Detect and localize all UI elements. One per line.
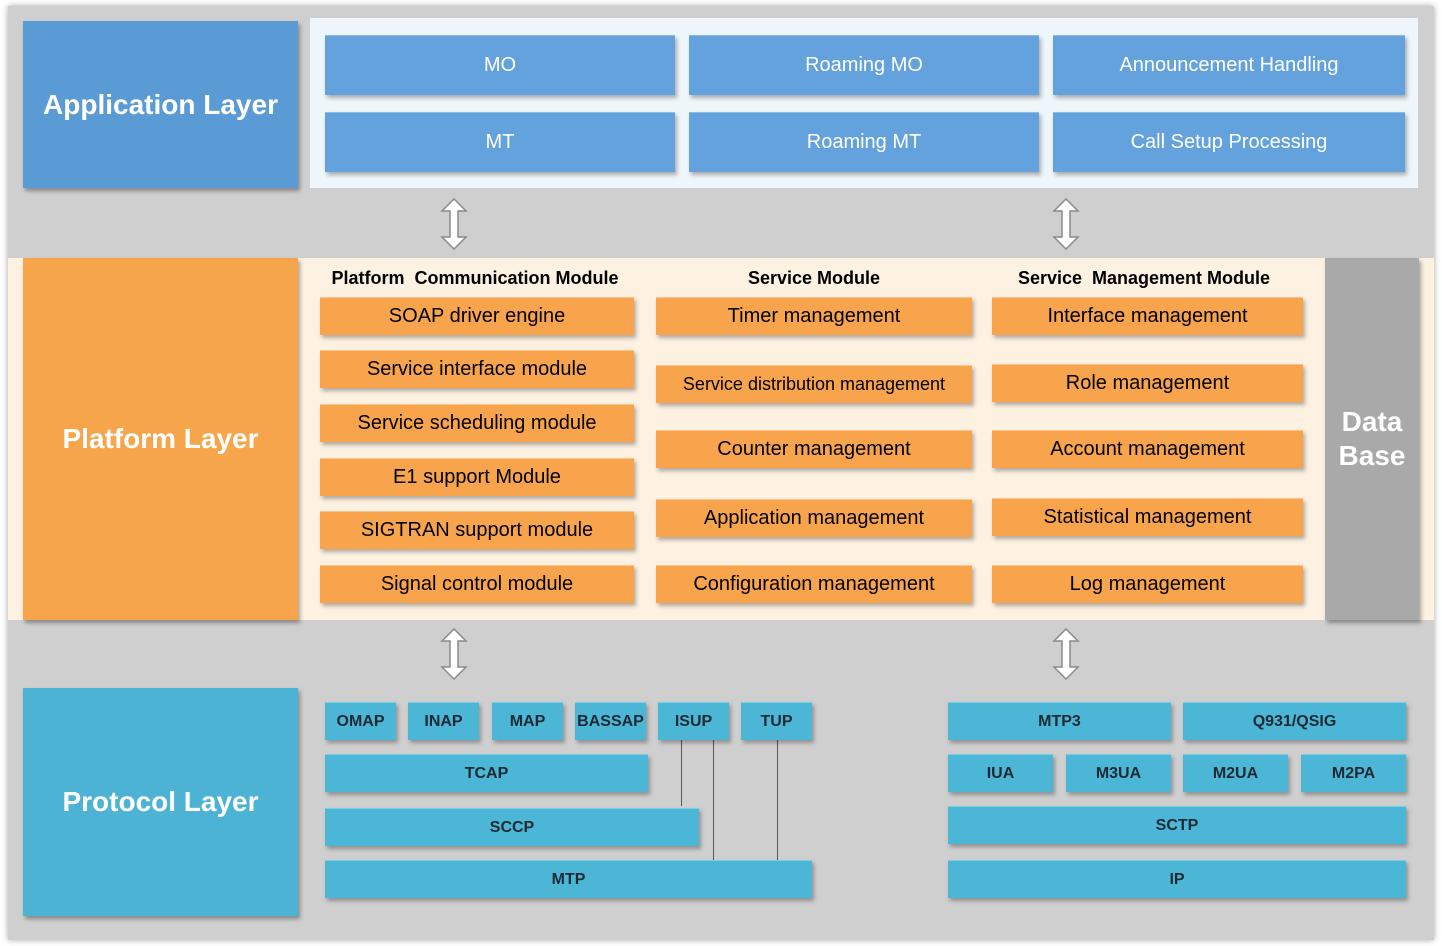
protocol-box-bassap: BASSAP: [575, 702, 646, 740]
app-box-announcement-handling: Announcement Handling: [1053, 35, 1405, 95]
service-module-heading: Service Module: [747, 267, 881, 288]
service-item-application-management: Application management: [656, 499, 972, 537]
protocol-box-sccp: SCCP: [325, 808, 699, 846]
management-item-interface-management: Interface management: [992, 297, 1303, 335]
service-management-module-heading: Service Management Module: [1017, 267, 1271, 288]
protocol-box-iua: IUA: [948, 754, 1053, 792]
isup-sccp-connector: [681, 740, 682, 806]
protocol-box-inap: INAP: [408, 702, 479, 740]
protocol-box-ip: IP: [948, 860, 1406, 898]
protocol-box-m3ua: M3UA: [1066, 754, 1171, 792]
protocol-box-q931-qsig: Q931/QSIG: [1183, 702, 1406, 740]
platform-item-sigtran-support-module: SIGTRAN support module: [320, 511, 634, 549]
platform-layer-label: Platform Layer: [23, 258, 298, 620]
service-item-configuration-management: Configuration management: [656, 565, 972, 603]
protocol-box-isup: ISUP: [658, 702, 729, 740]
database-label-line1: Data: [1341, 406, 1403, 437]
management-item-account-management: Account management: [992, 430, 1303, 468]
platform-communication-module-heading: Platform Communication Module: [331, 267, 619, 288]
platform-item-soap-driver-engine: SOAP driver engine: [320, 297, 634, 335]
platform-item-service-scheduling-module: Service scheduling module: [320, 404, 634, 442]
protocol-box-m2ua: M2UA: [1183, 754, 1288, 792]
protocol-box-tup: TUP: [741, 702, 812, 740]
protocol-box-mtp3: MTP3: [948, 702, 1171, 740]
protocol-box-sctp: SCTP: [948, 806, 1406, 844]
app-box-mt: MT: [325, 112, 675, 172]
platform-item-e1-support-module: E1 support Module: [320, 458, 634, 496]
double-arrow-icon: [1052, 628, 1080, 680]
protocol-box-m2pa: M2PA: [1301, 754, 1406, 792]
double-arrow-icon: [1052, 198, 1080, 250]
database-label: Data Base: [1325, 258, 1419, 620]
app-box-roaming-mo: Roaming MO: [689, 35, 1039, 95]
double-arrow-icon: [440, 628, 468, 680]
service-item-service-distribution-management: Service distribution management: [656, 365, 972, 403]
protocol-box-tcap: TCAP: [325, 754, 648, 792]
service-item-timer-management: Timer management: [656, 297, 972, 335]
platform-item-service-interface-module: Service interface module: [320, 350, 634, 388]
management-item-statistical-management: Statistical management: [992, 498, 1303, 536]
protocol-box-mtp: MTP: [325, 860, 812, 898]
application-layer-label: Application Layer: [23, 21, 298, 188]
app-box-roaming-mt: Roaming MT: [689, 112, 1039, 172]
management-item-role-management: Role management: [992, 364, 1303, 402]
app-box-mo: MO: [325, 35, 675, 95]
service-item-counter-management: Counter management: [656, 430, 972, 468]
protocol-box-omap: OMAP: [325, 702, 396, 740]
app-box-call-setup-processing: Call Setup Processing: [1053, 112, 1405, 172]
tup-mtp-connector: [777, 740, 778, 860]
database-label-line2: Base: [1338, 440, 1406, 471]
management-item-log-management: Log management: [992, 565, 1303, 603]
protocol-box-map: MAP: [492, 702, 563, 740]
double-arrow-icon: [440, 198, 468, 250]
protocol-layer-label: Protocol Layer: [23, 688, 298, 916]
isup-mtp-connector: [713, 740, 714, 860]
platform-item-signal-control-module: Signal control module: [320, 565, 634, 603]
